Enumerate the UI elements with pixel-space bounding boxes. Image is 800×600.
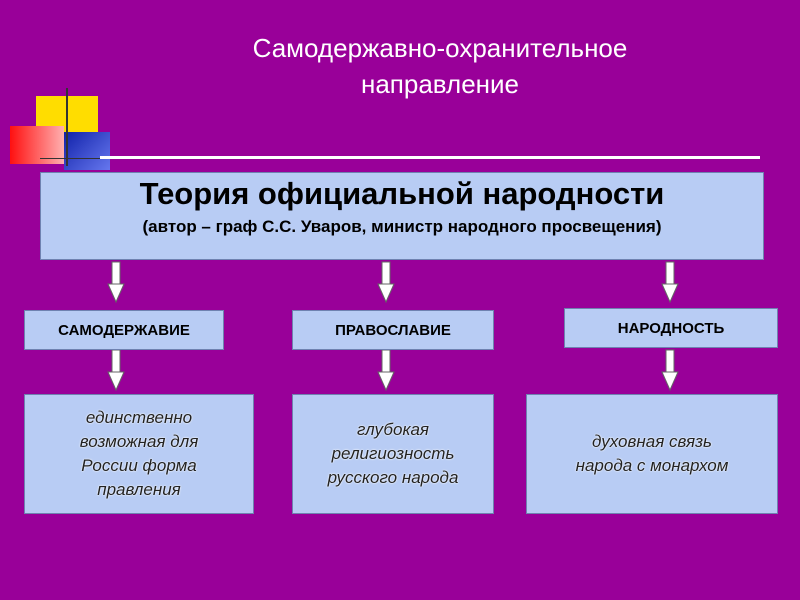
description-line: правления xyxy=(97,480,181,499)
description-orthodoxy: глубокая религиозность русского народа xyxy=(292,394,494,514)
category-nationality: НАРОДНОСТЬ xyxy=(564,308,778,348)
arrow-down-icon xyxy=(661,261,679,304)
description-line: единственно xyxy=(85,408,193,427)
category-autocracy: САМОДЕРЖАВИЕ xyxy=(24,310,224,350)
theory-subtitle: (автор – граф С.С. Уваров, министр народ… xyxy=(142,217,662,236)
description-line: возможная для xyxy=(79,432,199,451)
description-line: русского народа xyxy=(327,468,459,487)
description-line: духовная связь xyxy=(592,432,712,451)
description-line: глубокая xyxy=(356,420,430,439)
title-underline xyxy=(100,156,760,159)
title-line-1: Самодержавно-охранительное xyxy=(252,33,628,63)
blue-square xyxy=(64,132,110,170)
description-autocracy: единственно возможная для России форма п… xyxy=(24,394,254,514)
category-orthodoxy: ПРАВОСЛАВИЕ xyxy=(292,310,494,350)
decorative-squares xyxy=(0,0,130,170)
arrow-down-icon xyxy=(377,261,395,304)
arrow-down-icon xyxy=(377,349,395,392)
deco-vertical-line xyxy=(66,88,68,166)
deco-horizontal-line xyxy=(40,158,120,159)
arrow-down-icon xyxy=(107,349,125,392)
description-nationality: духовная связь народа с монархом xyxy=(526,394,778,514)
theory-title: Теория официальной народности xyxy=(139,176,665,211)
title-line-2: направление xyxy=(360,69,519,99)
theory-box: Теория официальной народности (автор – г… xyxy=(40,172,764,260)
page-title: Самодержавно-охранительное направление xyxy=(140,30,740,102)
arrow-down-icon xyxy=(661,349,679,392)
description-line: народа с монархом xyxy=(575,456,729,475)
arrow-down-icon xyxy=(107,261,125,304)
red-square xyxy=(10,126,64,164)
description-line: России форма xyxy=(81,456,197,475)
description-line: религиозность xyxy=(331,444,455,463)
